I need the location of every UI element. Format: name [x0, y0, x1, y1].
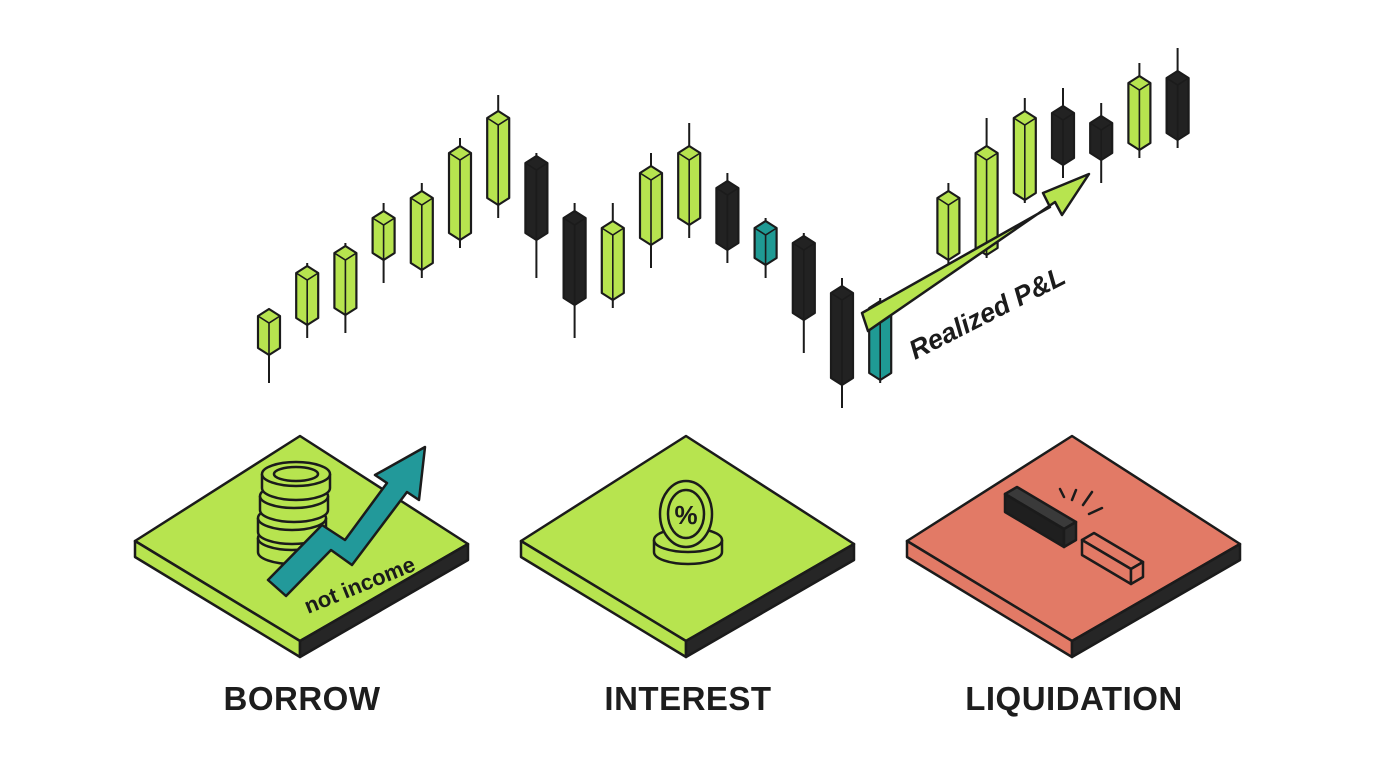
label-interest: INTEREST: [604, 680, 772, 717]
candle-edge: [1166, 77, 1190, 140]
candle-edge: [715, 187, 739, 250]
candle: [256, 307, 282, 383]
label-liquidation: LIQUIDATION: [965, 680, 1183, 717]
broken-bar-icon: [1003, 485, 1145, 586]
trend-up-arrow-icon: [266, 445, 427, 598]
candle: [1012, 98, 1037, 203]
candle-edge: [830, 292, 854, 385]
label-borrow: BORROW: [223, 680, 381, 717]
candle: [295, 263, 320, 338]
candle: [1127, 63, 1152, 158]
candle-edge: [975, 152, 999, 255]
candle-edge: [677, 152, 701, 225]
candle-edge: [524, 162, 548, 240]
candle: [1050, 88, 1076, 178]
candle-edge: [257, 315, 281, 355]
candle-edge: [372, 217, 396, 260]
candle: [447, 138, 473, 248]
candle-edge: [1013, 117, 1037, 200]
candle: [371, 203, 396, 283]
candle: [829, 278, 855, 408]
candle: [333, 243, 358, 333]
candle-edge: [333, 252, 357, 315]
candle: [791, 233, 816, 353]
tile-borrow: not income: [133, 434, 470, 659]
candle: [715, 173, 740, 263]
candlestick-chart: [256, 48, 1190, 408]
candle: [936, 183, 961, 268]
candle: [524, 153, 549, 278]
candle: [1165, 48, 1190, 148]
candle: [1089, 103, 1114, 183]
candle: [486, 95, 511, 218]
candle-edge: [754, 227, 778, 265]
candle: [753, 218, 778, 278]
candle-edge: [1089, 122, 1113, 160]
tile-interest: %: [519, 434, 856, 659]
candle-edge: [601, 227, 625, 300]
candle-edge: [486, 117, 510, 205]
candle-edge: [295, 272, 319, 325]
candle: [974, 118, 999, 258]
break-spark-icon: [1058, 487, 1104, 516]
candle: [409, 183, 434, 278]
tile-liquidation: [905, 434, 1242, 659]
candle-edge: [448, 152, 472, 240]
candle-edge: [1127, 82, 1151, 150]
candle-edge: [639, 172, 663, 245]
candle: [677, 123, 702, 238]
candle-edge: [1051, 112, 1075, 165]
candle-edge: [936, 197, 960, 260]
candle-edge: [563, 217, 587, 305]
candle: [600, 203, 625, 308]
candle-edge: [792, 242, 816, 320]
percent-symbol: %: [674, 500, 697, 530]
candle: [638, 153, 664, 268]
candle-edge: [410, 197, 434, 270]
candle: [562, 203, 587, 338]
percent-coin-icon: %: [652, 479, 724, 566]
